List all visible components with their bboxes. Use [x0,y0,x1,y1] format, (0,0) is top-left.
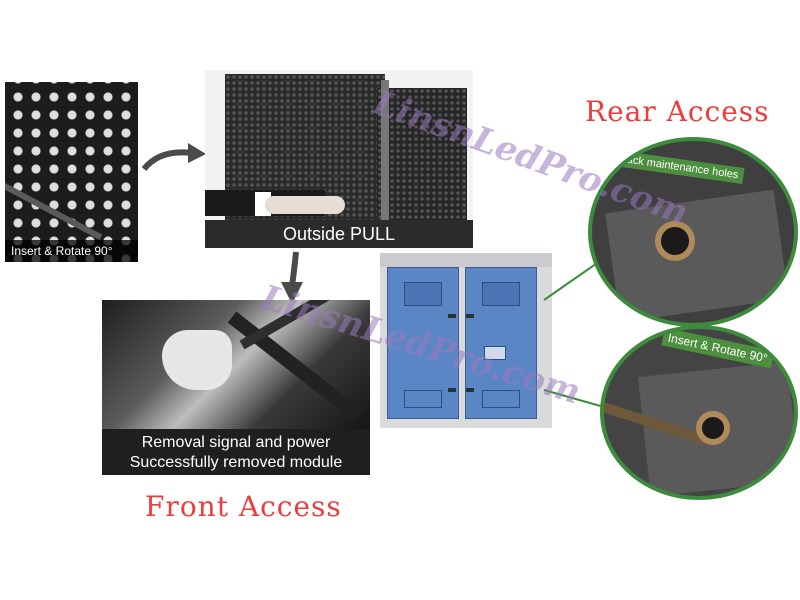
cabinet-label [484,346,506,360]
cabinet-frame [381,80,389,230]
door-handle [482,282,520,306]
removal-caption-line2: Successfully removed module [129,454,343,471]
cabinet-door-left [387,267,459,419]
maintenance-hole-icon [696,411,730,445]
front-access-title: Front Access [145,490,342,523]
latch-icon [466,314,474,318]
pull-caption: Outside PULL [205,220,473,248]
rear-hole-closeup: Back maintenance holes [588,137,798,327]
door-handle [404,282,442,306]
led-module-grid-photo: Insert & Rotate 90° [5,82,138,262]
led-dots [5,82,138,262]
cabinet-plate [605,189,789,323]
cabinet-door-right [465,267,537,419]
hand [265,196,345,214]
latch-icon [448,388,456,392]
latch-icon [448,314,456,318]
removal-caption: Removal signal and power Successfully re… [102,429,370,475]
latch-icon [466,388,474,392]
rear-rotate-closeup: Insert & Rotate 90° [600,325,798,500]
door-panel [404,390,442,408]
led-cabinet-rear [380,253,552,428]
rear-access-title: Rear Access [585,95,770,128]
insert-rotate-callout: Insert & Rotate 90° [661,329,775,369]
maintenance-hole-icon [655,221,695,261]
cabinet-top-strip [380,253,552,267]
glove [162,330,232,390]
down-arrow-icon [281,251,303,304]
led-cabinet-side [377,88,467,224]
back-holes-callout: Back maintenance holes [613,150,745,184]
door-panel [482,390,520,408]
grid-caption: Insert & Rotate 90° [5,240,138,262]
removal-photo: Removal signal and power Successfully re… [102,300,370,475]
curved-arrow-icon [141,143,206,171]
removal-caption-line1: Removal signal and power [141,434,331,451]
outside-pull-photo: Outside PULL [205,70,473,248]
